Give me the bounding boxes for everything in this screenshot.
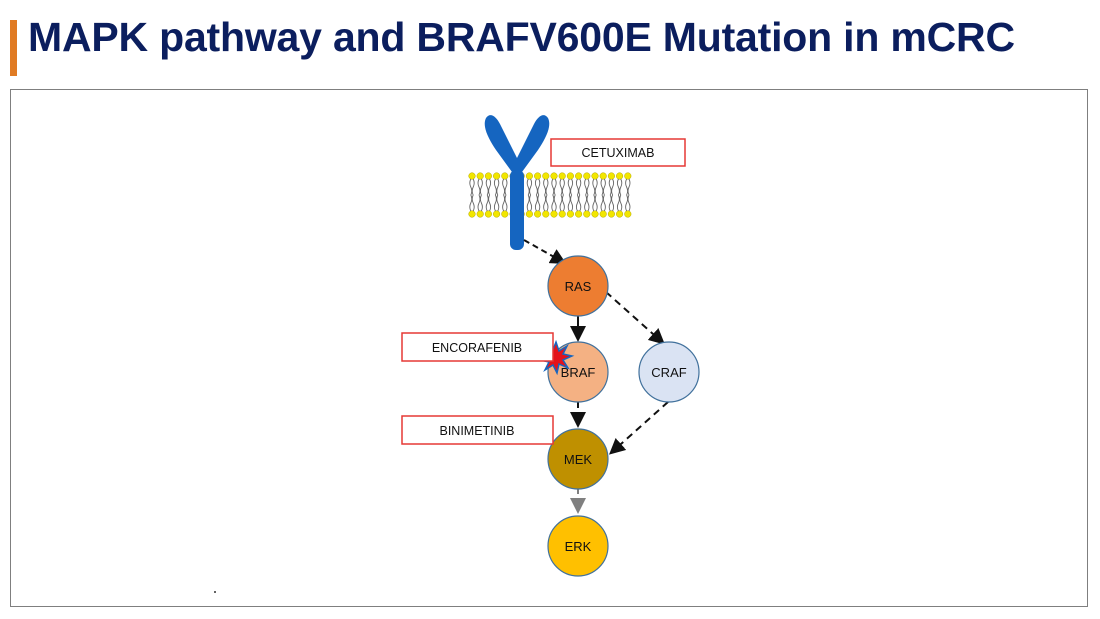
diagram-frame [10, 89, 1088, 607]
drug-encorafenib-label: ENCORAFENIB [432, 341, 522, 355]
cell-membrane-icon [468, 172, 632, 218]
drug-binimetinib-label: BINIMETINIB [439, 424, 514, 438]
drug-cetuximab: CETUXIMAB [550, 138, 686, 167]
node-mek: MEK [547, 428, 609, 490]
drug-binimetinib-box [401, 415, 554, 445]
node-ras-circle [547, 255, 609, 317]
drug-encorafenib-box [401, 332, 554, 362]
node-mek-label: MEK [564, 452, 593, 467]
edge-ras-craf [605, 291, 665, 345]
node-craf-label: CRAF [651, 365, 686, 380]
node-erk: ERK [547, 515, 609, 577]
drug-binimetinib: BINIMETINIB [401, 415, 554, 445]
drug-cetuximab-box [550, 138, 686, 167]
node-mek-circle [547, 428, 609, 490]
edge-receptor-ras [523, 239, 567, 264]
node-craf: CRAF [638, 341, 700, 403]
drug-cetuximab-label: CETUXIMAB [582, 146, 655, 160]
title-accent-bar [10, 20, 17, 76]
page-title: MAPK pathway and BRAFV600E Mutation in m… [28, 14, 1015, 60]
edge-craf-mek [609, 401, 669, 455]
antibody-receptor-icon [484, 115, 550, 250]
node-ras-label: RAS [565, 279, 592, 294]
stray-dot [214, 591, 216, 593]
node-ras: RAS [547, 255, 609, 317]
drug-encorafenib: ENCORAFENIB [401, 332, 554, 362]
node-erk-label: ERK [565, 539, 592, 554]
node-craf-circle [638, 341, 700, 403]
node-erk-circle [547, 515, 609, 577]
